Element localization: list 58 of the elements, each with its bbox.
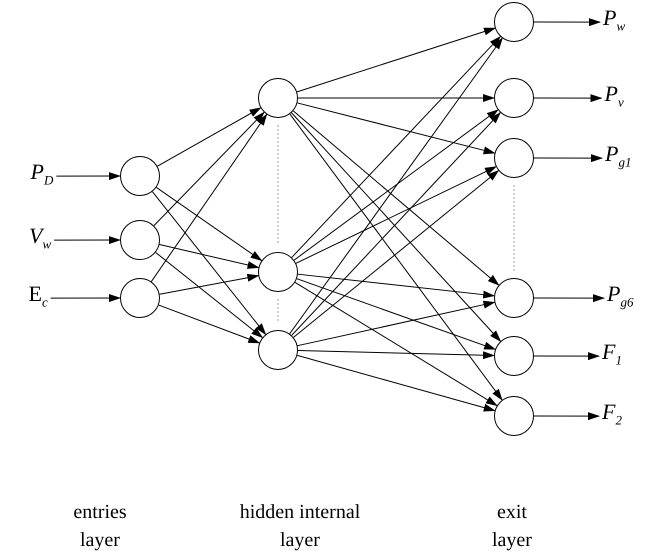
layer-caption: exit layer [491, 500, 533, 553]
arrow [296, 166, 497, 264]
neuron-circle [494, 78, 534, 118]
layer-caption: hidden internal layer [238, 500, 362, 553]
arrow [153, 112, 265, 226]
neuron-circle [120, 220, 160, 260]
arrow [296, 354, 496, 412]
variable-label: E$_{c}$ [28, 281, 48, 316]
neuron-circle [494, 278, 534, 318]
arrow [293, 170, 500, 338]
arrow [291, 36, 501, 258]
variable-label: F$_{1}$ [602, 339, 622, 374]
neuron-circle [494, 2, 534, 42]
neuron-circle [494, 396, 534, 436]
layer-caption: entries layer [72, 500, 128, 553]
arrow [156, 186, 262, 262]
neuron-circle [258, 330, 298, 370]
arrow [292, 110, 500, 286]
arrow [534, 94, 602, 102]
arrow [158, 244, 260, 269]
variable-label: P$_{g1}$ [605, 141, 632, 176]
variable-label: P$_{w}$ [603, 5, 626, 40]
arrow [156, 107, 262, 167]
variable-label: V$_{w}$ [29, 223, 52, 258]
arrow [534, 352, 600, 360]
arrow [534, 154, 603, 162]
neuron-circle [120, 156, 160, 196]
arrow [50, 294, 121, 302]
arrow [289, 114, 503, 401]
arrow [294, 282, 498, 406]
arrow [155, 252, 264, 338]
variable-label: P$_{D}$ [30, 159, 54, 194]
arrow [534, 412, 600, 420]
neuron-circle [258, 252, 298, 292]
neuron-circle [494, 336, 534, 376]
arrow [158, 304, 260, 344]
arrow [152, 191, 266, 336]
arrow [296, 102, 496, 154]
arrow [298, 350, 495, 360]
arrow [56, 172, 121, 180]
arrow [159, 274, 260, 295]
variable-label: P$_{g6}$ [607, 281, 634, 316]
arrow [534, 18, 601, 26]
arrow [54, 236, 121, 244]
variable-label: P$_{v}$ [604, 81, 624, 116]
arrow [296, 28, 496, 92]
arrow [534, 294, 605, 302]
arrow [150, 114, 268, 282]
arrow [297, 274, 496, 299]
arrow [297, 300, 496, 346]
variable-label: F$_{2}$ [602, 399, 622, 434]
arrow [296, 278, 496, 350]
neuron-circle [258, 78, 298, 118]
arrow [294, 109, 499, 261]
neuron-circle [494, 138, 534, 178]
arrow [289, 37, 503, 334]
neuron-circle [120, 278, 160, 318]
arrow [298, 94, 495, 102]
